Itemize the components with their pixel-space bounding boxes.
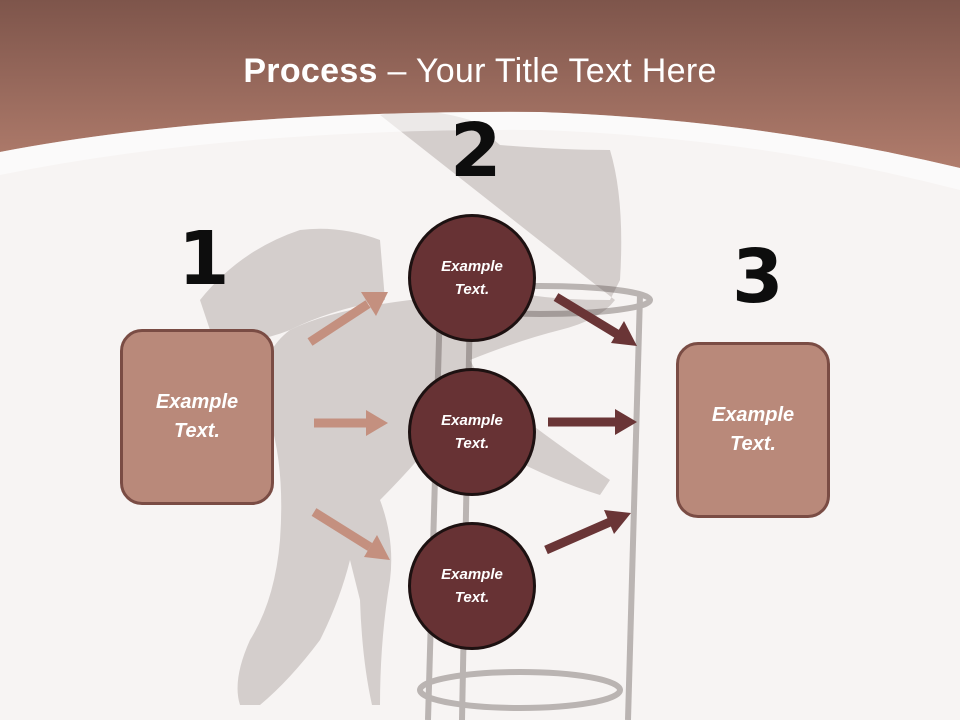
step-2-text-top: Example Text. (441, 258, 503, 298)
step-3-text: Example Text. (711, 404, 795, 455)
step-1-box: Example Text. (120, 329, 274, 505)
arrow-1-to-top (307, 292, 388, 346)
step-2-circle-middle: Example Text. (408, 368, 536, 496)
arrow-top-to-3 (553, 293, 637, 346)
step-2-text-middle: Example Text. (441, 412, 503, 452)
step-1-text: Example Text. (155, 391, 239, 442)
step-3-box: Example Text. (676, 342, 830, 518)
step-number-2: 2 (450, 108, 502, 194)
arrow-middle-to-3 (548, 409, 637, 435)
stool-image (417, 283, 653, 720)
step-2-circle-top: Example Text. (408, 214, 536, 342)
arrow-bottom-to-3 (544, 510, 631, 555)
step-2-text-bottom: Example Text. (441, 566, 503, 606)
step-number-1: 1 (178, 216, 230, 302)
step-number-3: 3 (732, 234, 784, 320)
slide-title: Process – Your Title Text Here (0, 52, 960, 91)
title-bold: Process (243, 52, 378, 90)
arrow-1-to-bottom (311, 508, 390, 560)
arrow-1-to-middle (314, 410, 388, 436)
step-2-circle-bottom: Example Text. (408, 522, 536, 650)
title-rest: – Your Title Text Here (377, 52, 717, 90)
